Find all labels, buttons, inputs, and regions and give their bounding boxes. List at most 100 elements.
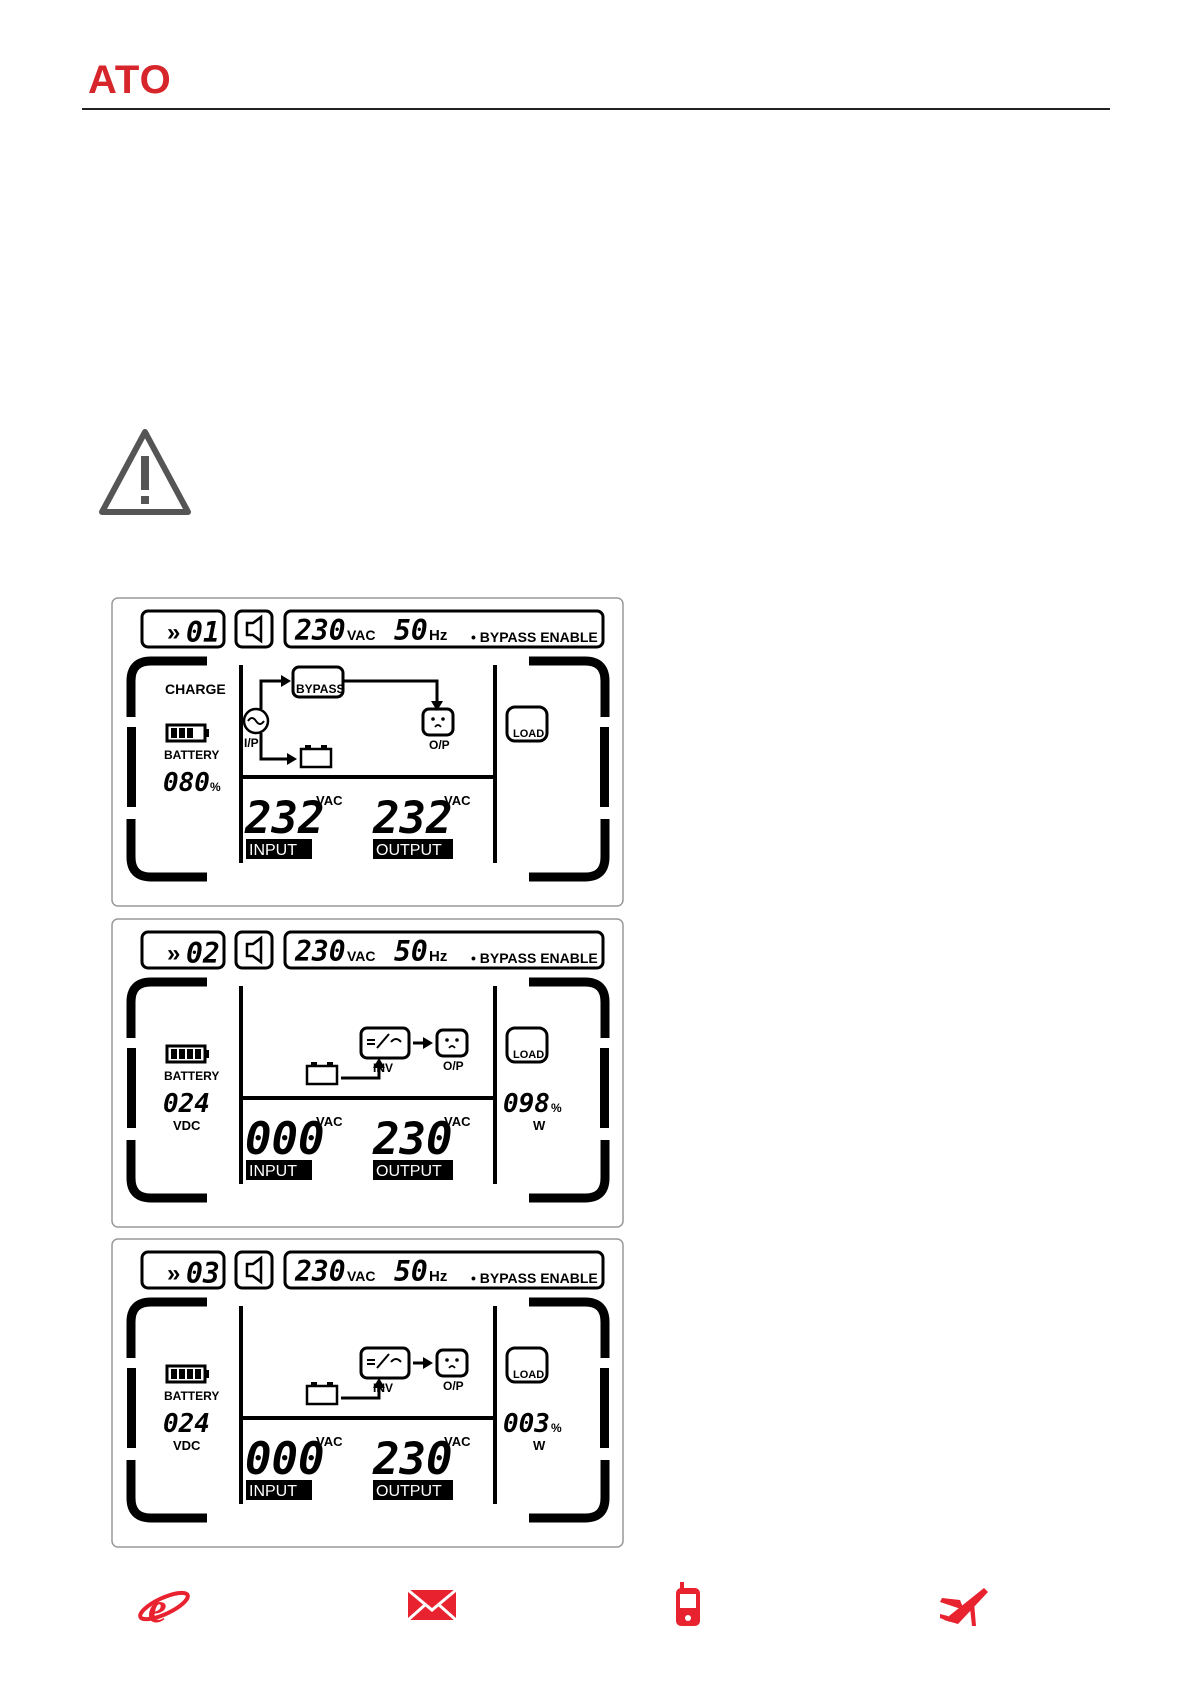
load-icon — [505, 705, 549, 743]
ip-label: I/P — [244, 736, 259, 750]
bypass-enable-label: • BYPASS ENABLE — [471, 629, 598, 645]
load-unit: % — [551, 1101, 562, 1115]
output-unit: VAC — [444, 1434, 471, 1449]
input-voltage: 000 — [245, 1114, 324, 1165]
battery-unit: % — [210, 780, 221, 794]
flow-diagram: INV O/P — [305, 1026, 469, 1086]
op-label: O/P — [443, 1379, 464, 1393]
load-icon — [505, 1346, 549, 1384]
lcd-panel-1: » 01 230 VAC 50 Hz • BYPASS ENABLE CHARG… — [111, 597, 624, 907]
mode-indicator: » — [167, 1260, 180, 1287]
ac-input-icon — [242, 707, 270, 735]
input-unit: VAC — [316, 1114, 343, 1129]
top-voltage: 230 — [294, 1255, 346, 1288]
op-label: O/P — [443, 1059, 464, 1073]
load-label: LOAD — [513, 1369, 544, 1381]
battery-sub-unit: VDC — [173, 1438, 201, 1453]
input-label: INPUT — [249, 1163, 297, 1180]
battery-value: 024 — [163, 1409, 210, 1439]
top-frequency: 50 — [394, 614, 428, 647]
output-label: OUTPUT — [376, 842, 442, 859]
outlet-icon — [435, 1348, 469, 1378]
flow-diagram: INV O/P — [305, 1346, 469, 1406]
battery-value: 024 — [163, 1089, 210, 1119]
inverter-icon — [359, 1026, 411, 1060]
load-label: LOAD — [513, 728, 544, 740]
battery-label: BATTERY — [164, 1069, 219, 1083]
mode-number: 02 — [186, 937, 220, 970]
envelope-icon[interactable] — [402, 1580, 462, 1630]
load-label: LOAD — [513, 1049, 544, 1061]
top-voltage: 230 — [294, 614, 346, 647]
mode-indicator: » — [167, 940, 180, 967]
output-unit: VAC — [444, 793, 471, 808]
output-voltage: 230 — [372, 1434, 452, 1485]
outlet-icon — [435, 1028, 469, 1058]
internet-explorer-icon[interactable]: e — [134, 1580, 194, 1630]
input-unit: VAC — [316, 793, 343, 808]
top-voltage-unit: VAC — [347, 627, 376, 643]
battery-value: 080 — [163, 768, 210, 798]
top-voltage-unit: VAC — [347, 1268, 376, 1284]
input-voltage: 232 — [244, 793, 324, 844]
battery-sub-unit: VDC — [173, 1118, 201, 1133]
speaker-icon — [245, 614, 263, 644]
charge-label: CHARGE — [165, 681, 226, 697]
outlet-icon — [421, 707, 455, 737]
mode-number: 03 — [186, 1257, 220, 1290]
mobile-phone-icon[interactable] — [658, 1580, 718, 1630]
bypass-flow-label: BYPASS — [296, 682, 344, 696]
bypass-enable-label: • BYPASS ENABLE — [471, 950, 598, 966]
top-frequency: 50 — [394, 1255, 428, 1288]
output-voltage: 232 — [372, 793, 452, 844]
battery-source-icon — [305, 1384, 339, 1406]
battery-icon — [165, 723, 209, 743]
header-divider — [82, 108, 1110, 110]
output-label: OUTPUT — [376, 1483, 442, 1500]
speaker-icon — [245, 935, 263, 965]
mode-number: 01 — [186, 616, 220, 649]
inv-label: INV — [373, 1061, 393, 1075]
input-label: INPUT — [249, 1483, 297, 1500]
load-sub-unit: W — [533, 1438, 546, 1453]
top-voltage-unit: VAC — [347, 948, 376, 964]
load-unit: % — [551, 1421, 562, 1435]
frequency-unit: Hz — [429, 627, 447, 644]
op-label: O/P — [429, 738, 450, 752]
airplane-icon[interactable] — [934, 1580, 994, 1630]
lcd-panel-2: » 02 230 VAC 50 Hz • BYPASS ENABLE BATTE… — [111, 918, 624, 1228]
inv-label: INV — [373, 1381, 393, 1395]
svg-text:e: e — [148, 1586, 167, 1630]
inverter-icon — [359, 1346, 411, 1380]
input-voltage: 000 — [245, 1434, 324, 1485]
battery-label: BATTERY — [164, 748, 219, 762]
output-voltage: 230 — [372, 1114, 452, 1165]
input-label: INPUT — [249, 842, 297, 859]
load-sub-unit: W — [533, 1118, 546, 1133]
lcd-display: » 02 230 VAC 50 Hz • BYPASS ENABLE BATTE… — [111, 918, 624, 1228]
lcd-display: » 01 230 VAC 50 Hz • BYPASS ENABLE CHARG… — [111, 597, 624, 907]
battery-source-icon — [305, 1064, 339, 1086]
brand-logo: ATO — [88, 58, 172, 102]
mode-indicator: » — [167, 619, 180, 646]
flow-diagram: I/P BYPASS O/P — [242, 665, 455, 769]
battery-charge-icon — [299, 747, 333, 769]
output-unit: VAC — [444, 1114, 471, 1129]
battery-label: BATTERY — [164, 1389, 219, 1403]
battery-icon — [165, 1044, 209, 1064]
lcd-panel-3: » 03 230 VAC 50 Hz • BYPASS ENABLE BATTE… — [111, 1238, 624, 1548]
speaker-icon — [245, 1255, 263, 1285]
load-icon — [505, 1026, 549, 1064]
frequency-unit: Hz — [429, 1268, 447, 1285]
bypass-enable-label: • BYPASS ENABLE — [471, 1270, 598, 1286]
lcd-display: » 03 230 VAC 50 Hz • BYPASS ENABLE BATTE… — [111, 1238, 624, 1548]
input-unit: VAC — [316, 1434, 343, 1449]
output-label: OUTPUT — [376, 1163, 442, 1180]
load-value: 098 — [503, 1089, 550, 1119]
frequency-unit: Hz — [429, 948, 447, 965]
load-value: 003 — [503, 1409, 550, 1439]
warning-triangle-icon — [99, 429, 191, 515]
top-voltage: 230 — [294, 935, 346, 968]
battery-icon — [165, 1364, 209, 1384]
top-frequency: 50 — [394, 935, 428, 968]
